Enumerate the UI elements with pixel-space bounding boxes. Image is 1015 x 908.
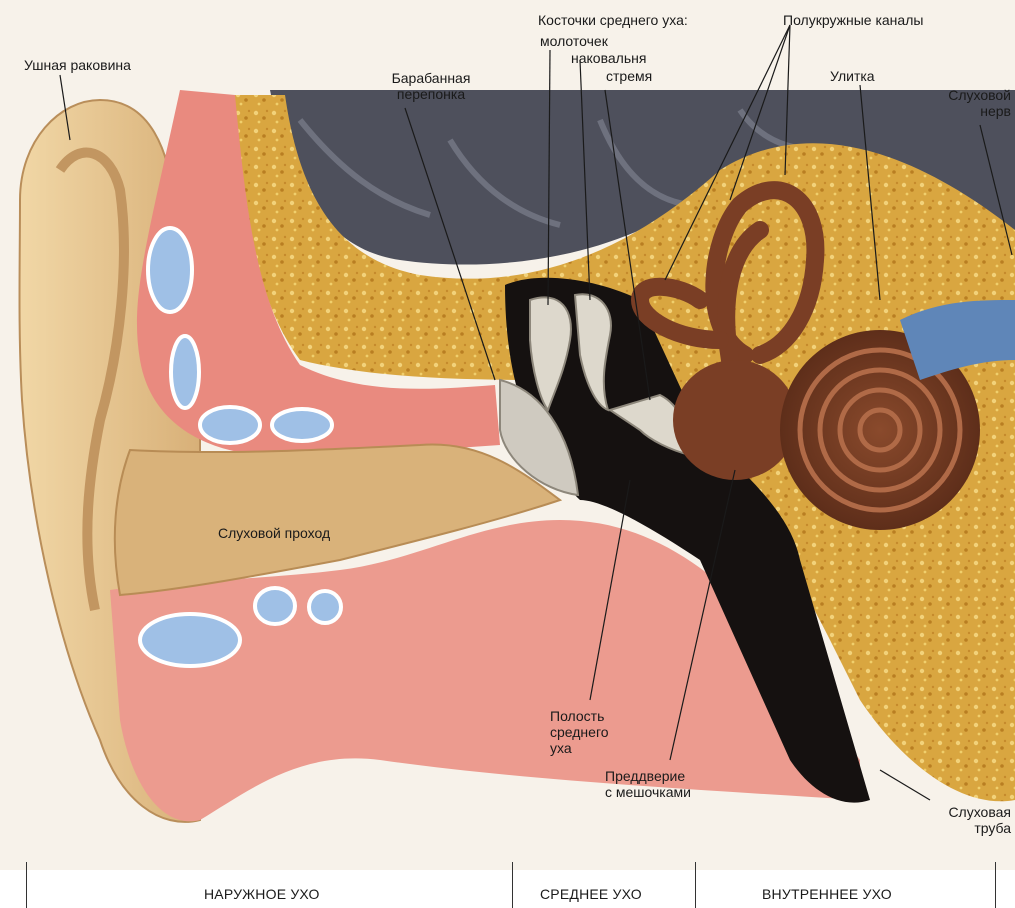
label-middle-ear-cavity-line2: среднего (550, 724, 609, 740)
label-stapes: стремя (606, 68, 652, 84)
label-eardrum: Барабанная перепонка (376, 70, 486, 102)
ear-illustration (0, 0, 1015, 870)
label-vestibule: Преддверие с мешочками (605, 768, 691, 800)
label-eustachian-tube-line2: труба (948, 820, 1011, 836)
section-outer-ear: НАРУЖНОЕ УХО (204, 886, 320, 902)
label-auditory-nerve-line2: нерв (948, 103, 1011, 119)
divider-outer-middle (512, 862, 513, 908)
label-eardrum-line1: Барабанная (376, 70, 486, 86)
label-ear-canal: Слуховой проход (218, 525, 330, 541)
divider-left (26, 862, 27, 908)
label-middle-ear-cavity: Полость среднего уха (550, 708, 609, 756)
label-cochlea: Улитка (830, 68, 875, 84)
label-eustachian-tube: Слуховая труба (948, 804, 1011, 836)
label-middle-ear-cavity-line3: уха (550, 740, 609, 756)
label-auditory-nerve-line1: Слуховой (948, 87, 1011, 103)
divider-right (995, 862, 996, 908)
label-semicircular-canals: Полукружные каналы (783, 12, 923, 28)
label-pinna: Ушная раковина (24, 57, 131, 73)
vestibule (673, 360, 797, 480)
label-eardrum-line2: перепонка (376, 86, 486, 102)
divider-middle-inner (695, 862, 696, 908)
label-auditory-nerve: Слуховой нерв (948, 87, 1011, 119)
label-ossicles-title: Косточки среднего уха: (538, 12, 688, 28)
section-middle-ear: СРЕДНЕЕ УХО (540, 886, 642, 902)
label-middle-ear-cavity-line1: Полость (550, 708, 609, 724)
label-vestibule-line1: Преддверие (605, 768, 691, 784)
label-incus: наковальня (571, 50, 646, 66)
label-eustachian-tube-line1: Слуховая (948, 804, 1011, 820)
label-vestibule-line2: с мешочками (605, 784, 691, 800)
label-malleus: молоточек (540, 33, 608, 49)
section-inner-ear: ВНУТРЕННЕЕ УХО (762, 886, 892, 902)
